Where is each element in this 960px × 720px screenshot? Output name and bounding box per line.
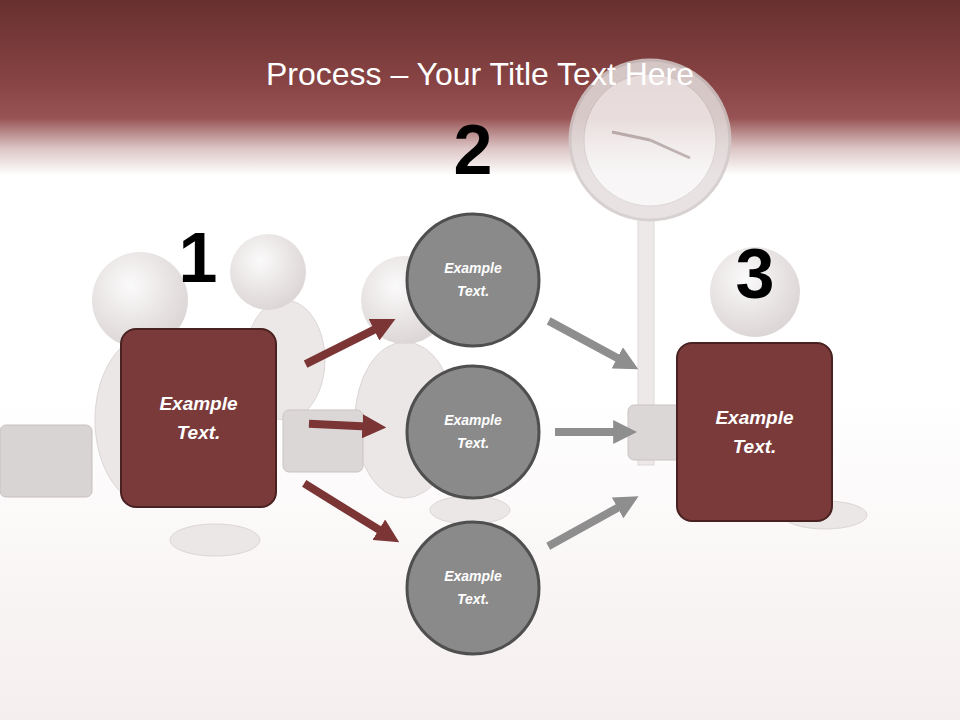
node-text: Example Text. [427,409,519,455]
step-number: 3 [736,239,775,309]
node-text: Example Text. [144,389,254,447]
circle-outline [405,212,541,348]
slide-title: Process – Your Title Text Here [0,54,960,94]
flow-arrow [549,321,622,360]
clock-face [584,74,716,206]
circle-shape [407,366,539,498]
process-box: Example Text. [120,328,277,508]
process-circle: Example Text. [405,364,541,500]
process-circle: Example Text. [405,212,541,348]
process-box: Example Text. [676,342,833,522]
circle-shape [407,214,539,346]
flow-arrow [548,506,622,547]
process-circle: Example Text. [405,520,541,656]
flow-arrow [306,328,379,365]
flow-arrow [309,424,367,427]
figure-foot [170,524,260,556]
figure-head [230,234,306,310]
briefcase [0,425,92,497]
clock-hand [650,140,690,158]
figure-foot [430,496,510,524]
node-text: Example Text. [427,257,519,303]
flow-arrow [304,483,383,532]
node-text: Example Text. [427,565,519,611]
briefcase [283,410,363,472]
node-text: Example Text. [700,403,810,461]
circle-outline [405,520,541,656]
circle-outline [405,364,541,500]
step-number: 1 [179,223,218,293]
step-number: 2 [454,115,493,185]
circle-shape [407,522,539,654]
clock-hand [612,132,650,140]
flow-arrow [555,428,618,436]
